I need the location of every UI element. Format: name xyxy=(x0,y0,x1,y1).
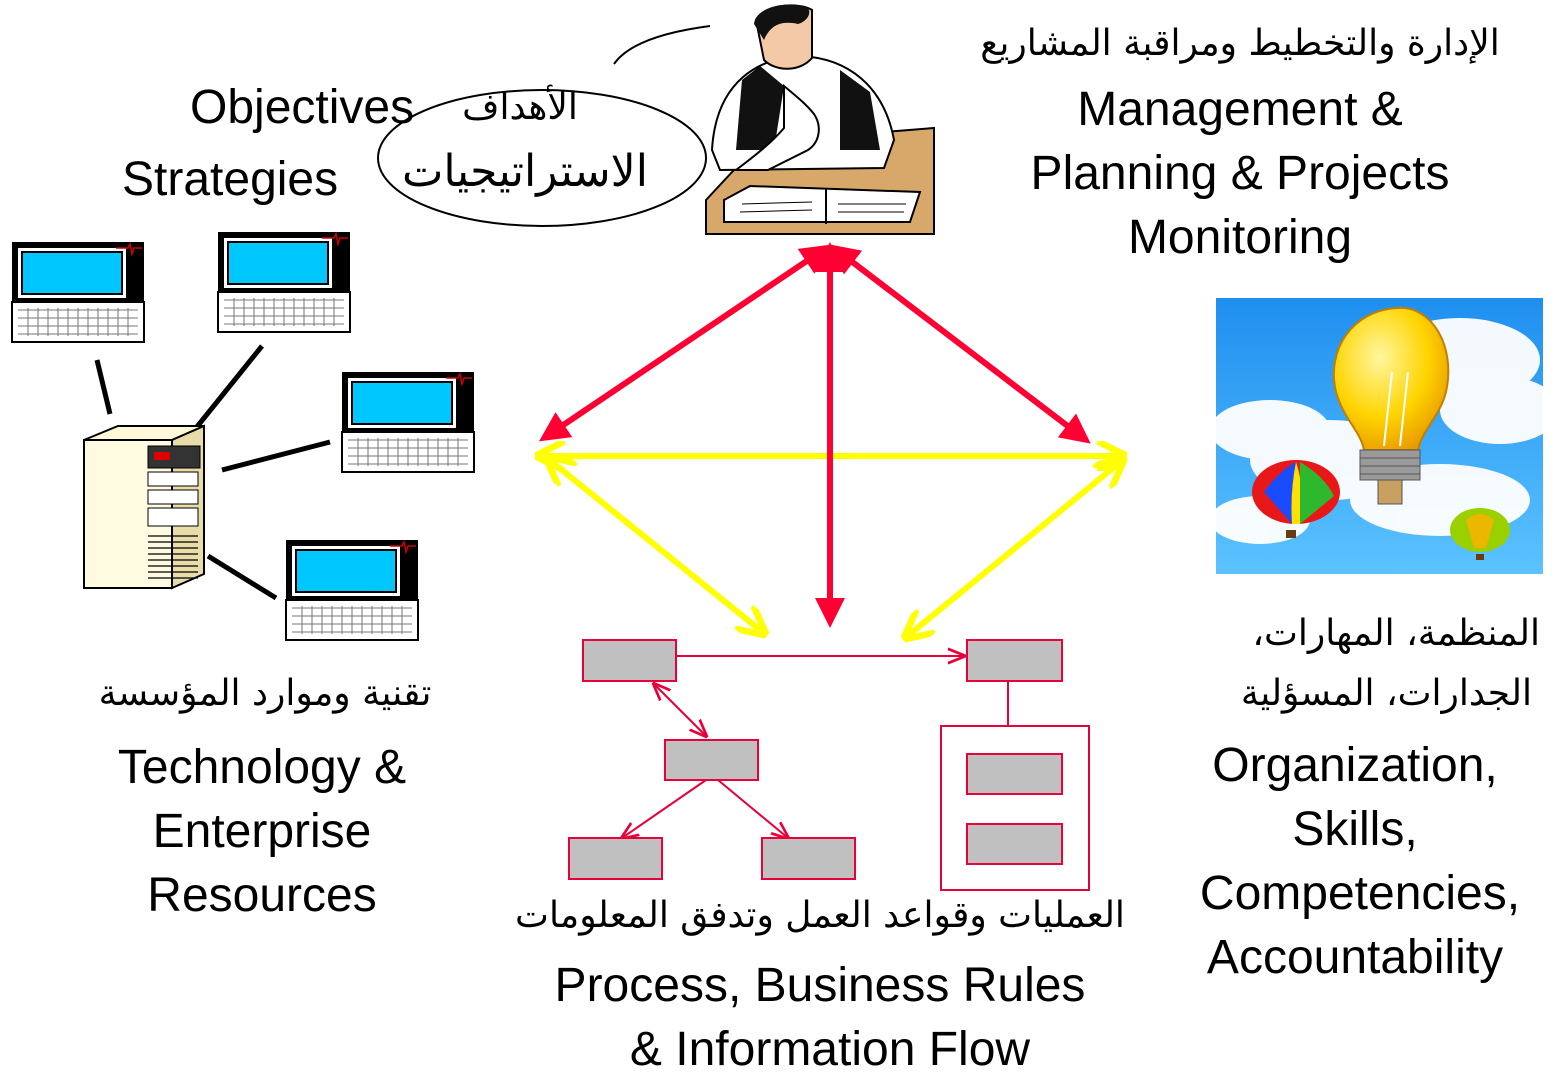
management-en-line1: Management & xyxy=(1077,83,1403,136)
objectives-line: Objectives xyxy=(190,84,610,132)
laptop-icon xyxy=(11,241,145,343)
objectives-ar: الأهداف xyxy=(462,87,578,128)
flow-box xyxy=(582,639,677,682)
process-en-line2: & Information Flow xyxy=(629,1023,1031,1076)
organization-ar-line1: المنظمة، المهارات، xyxy=(1252,613,1540,654)
organization-en-line1: Organization, xyxy=(1212,739,1498,792)
laptop-icon xyxy=(285,539,419,641)
process-ar: العمليات وقواعد العمل وتدفق المعلومات xyxy=(515,895,1125,936)
flow-box xyxy=(761,837,856,880)
technology-ar: تقنية وموارد المؤسسة xyxy=(98,673,432,714)
technology-en-line2: Enterprise xyxy=(152,805,372,858)
network-links xyxy=(94,344,331,601)
manager-illustration xyxy=(705,4,935,235)
organization-en-line3: Competencies, xyxy=(1199,867,1521,920)
thought-bubble xyxy=(377,25,711,227)
technology-en-line3: Resources xyxy=(147,869,377,922)
management-en-line3: Monitoring xyxy=(1127,211,1353,264)
organization-en-line2: Skills, xyxy=(1292,803,1418,856)
objectives-en: Objectives xyxy=(190,81,415,134)
strategies-line: Strategies xyxy=(122,156,382,204)
server-icon xyxy=(83,424,205,590)
flow-box xyxy=(966,639,1063,682)
hot-air-balloon-icon xyxy=(1252,460,1340,538)
process-flowchart xyxy=(568,639,1090,891)
network-illustration xyxy=(11,231,475,641)
process-en-line1: Process, Business Rules xyxy=(554,959,1086,1012)
strategies-en: Strategies xyxy=(122,153,339,206)
hot-air-balloon-icon xyxy=(1450,508,1510,560)
organization-ar-line2: الجدارات، المسؤلية xyxy=(1240,673,1532,714)
flow-box xyxy=(664,739,759,781)
flow-box xyxy=(966,823,1063,865)
laptop-icon xyxy=(341,371,475,473)
technology-en-line1: Technology & xyxy=(117,741,407,794)
management-ar: الإدارة والتخطيط ومراقبة المشاريع xyxy=(980,23,1500,64)
organization-en-line4: Accountability xyxy=(1206,931,1504,984)
flow-box xyxy=(966,753,1063,795)
laptop-icon xyxy=(217,231,351,333)
management-en-line2: Planning & Projects xyxy=(1030,147,1450,200)
flow-box xyxy=(568,837,663,880)
lightbulb-icon xyxy=(1332,306,1450,505)
red-arrows xyxy=(539,242,1091,628)
lightbulb-balloons-picture xyxy=(1210,298,1559,574)
strategies-ar: الاستراتيجيات xyxy=(402,146,648,197)
